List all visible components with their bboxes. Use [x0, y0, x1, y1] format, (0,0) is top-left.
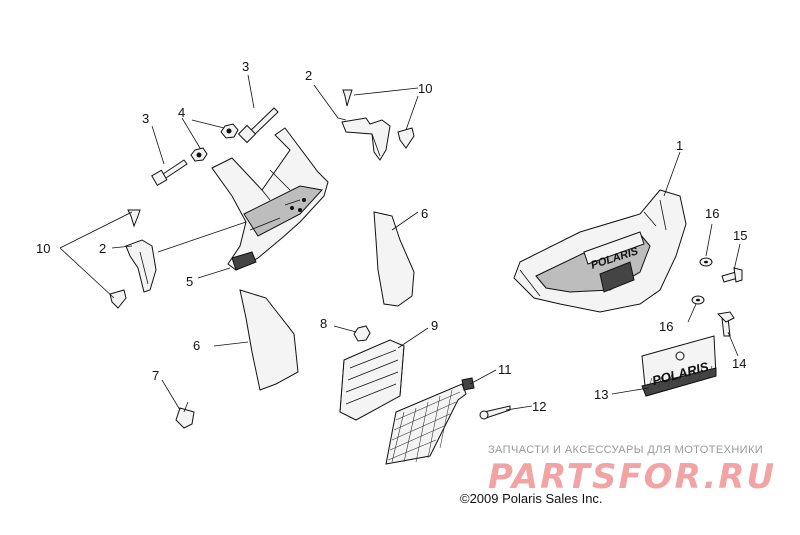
watermark-tagline: ЗАПЧАСТИ И АКСЕССУАРЫ ДЛЯ МОТОТЕХНИКИ [488, 444, 763, 456]
front-grille-panel: POLARIS [641, 335, 717, 397]
side-panel-left [239, 289, 299, 391]
callout-15: 15 [733, 228, 747, 243]
rivet-upper-right [397, 127, 415, 149]
bracket-upper [341, 117, 391, 161]
callout-9: 9 [431, 318, 438, 333]
bolt-upper [237, 107, 279, 144]
nut-upper [220, 123, 239, 139]
nut-8 [353, 325, 371, 342]
side-panel-right [373, 211, 415, 307]
washer-16-upper [699, 257, 713, 267]
callout-16-lower: 16 [659, 319, 673, 334]
copyright-text: ©2009 Polaris Sales Inc. [460, 491, 603, 506]
callout-3-left: 3 [142, 111, 149, 126]
callout-16-upper: 16 [705, 206, 719, 221]
callout-12: 12 [532, 399, 546, 414]
bolt-left [151, 159, 188, 187]
grille-frame [339, 339, 405, 421]
callout-8: 8 [320, 316, 327, 331]
callout-4: 4 [178, 105, 185, 120]
callout-3-upper: 3 [242, 59, 249, 74]
rivet-left-lower [109, 289, 127, 309]
front-bumper: POLARIS [513, 189, 687, 313]
bolt-15 [721, 267, 743, 283]
mesh-screen [385, 377, 475, 465]
washer-16-lower [691, 295, 705, 305]
callout-6-right: 6 [421, 206, 428, 221]
callout-2-upper: 2 [305, 68, 312, 83]
callout-6-left: 6 [193, 338, 200, 353]
callout-14: 14 [732, 356, 746, 371]
callout-13: 13 [594, 387, 608, 402]
callout-2-left: 2 [99, 241, 106, 256]
bolt-14 [716, 311, 735, 337]
callout-11: 11 [498, 362, 512, 377]
watermark-brand: PARTSFOR.RU [488, 457, 776, 497]
callout-10-upper: 10 [418, 81, 432, 96]
callout-10-left: 10 [36, 241, 50, 256]
bracket-left [125, 239, 157, 293]
rivet-upper-left [342, 89, 353, 107]
leader-lines [59, 74, 741, 411]
screw-12 [479, 405, 511, 420]
callout-1: 1 [676, 138, 683, 153]
watermark: ЗАПЧАСТИ И АКСЕССУАРЫ ДЛЯ МОТОТЕХНИКИ PA… [488, 444, 776, 497]
nut-lower [190, 147, 208, 162]
callout-5: 5 [186, 274, 193, 289]
callouts: 1 2 2 3 3 4 5 6 6 7 8 9 10 10 11 12 13 1… [36, 59, 747, 414]
callout-7: 7 [152, 368, 159, 383]
fastener-7 [175, 401, 195, 429]
bumper-bracket-frame [211, 127, 329, 271]
rivet-left-upper [127, 209, 141, 228]
